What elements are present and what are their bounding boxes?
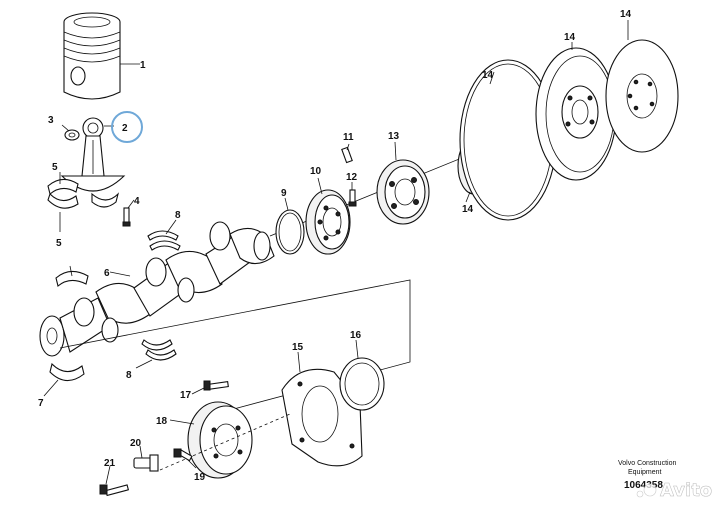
callout-11: 11	[343, 132, 354, 143]
callout-10: 10	[310, 166, 322, 177]
brand-line-2: Equipment	[628, 469, 662, 476]
callout-14-plate: 14	[620, 9, 632, 20]
callout-15: 15	[292, 342, 304, 353]
callout-1: 1	[140, 60, 146, 71]
callout-14-flywheel: 14	[564, 32, 576, 43]
callout-21: 21	[104, 458, 116, 469]
brand-line-1: Volvo Construction	[618, 460, 676, 467]
callout-highlight-ring	[111, 111, 143, 143]
callout-19: 19	[194, 472, 206, 483]
callout-20: 20	[130, 438, 142, 449]
callout-5-top: 5	[52, 162, 58, 173]
callout-18: 18	[156, 416, 168, 427]
o-ring[interactable]	[275, 209, 305, 255]
conrod-bearing-lower[interactable]	[47, 192, 120, 209]
callout-14-seal: 14	[462, 204, 474, 215]
document-number: 1064358	[624, 480, 663, 491]
thrust-washer-upper[interactable]	[147, 230, 181, 251]
callout-14-ring-gear: 14	[482, 70, 494, 81]
drive-gear[interactable]	[376, 159, 430, 225]
callout-8-bottom: 8	[126, 370, 132, 381]
callout-6: 6	[104, 268, 110, 279]
connecting-rod[interactable]	[60, 117, 126, 192]
callout-13: 13	[388, 131, 400, 142]
watermark: Avito	[636, 480, 712, 501]
damper-screw[interactable]	[173, 448, 193, 462]
flywheel-plate[interactable]	[605, 39, 679, 153]
vibration-damper[interactable]	[187, 401, 253, 479]
conrod-bearing-upper[interactable]	[47, 178, 79, 195]
front-seal[interactable]	[339, 357, 385, 411]
crankshaft-gear[interactable]	[305, 189, 351, 255]
callout-5-bottom: 5	[56, 238, 62, 249]
watermark-text: Avito	[660, 480, 712, 501]
flywheel[interactable]	[535, 47, 617, 181]
callout-3: 3	[48, 115, 54, 126]
dowel-pin[interactable]	[341, 146, 353, 164]
cover-screw[interactable]	[203, 380, 229, 391]
callout-4: 4	[134, 196, 140, 207]
main-bearing-upper[interactable]	[55, 270, 89, 287]
thrust-washer-lower[interactable]	[141, 339, 177, 361]
callout-9: 9	[281, 188, 287, 199]
callout-16: 16	[350, 330, 362, 341]
main-bearing-lower[interactable]	[49, 362, 85, 382]
gear-screw[interactable]	[348, 189, 357, 207]
callout-2: 2	[122, 123, 128, 134]
watermark-logo-dot-icon	[636, 490, 644, 498]
crankshaft[interactable]	[39, 221, 275, 357]
piston[interactable]	[63, 12, 121, 100]
callout-8-top: 8	[175, 210, 181, 221]
sensor-adapter[interactable]	[133, 454, 159, 472]
callout-17: 17	[180, 390, 192, 401]
adapter-screw[interactable]	[99, 484, 130, 497]
conrod-bolt[interactable]	[122, 207, 131, 227]
callout-12: 12	[346, 172, 358, 183]
watermark-logo-icon	[643, 483, 657, 497]
callout-7-top: 7	[38, 398, 44, 409]
piston-pin-bushing[interactable]	[64, 129, 80, 141]
